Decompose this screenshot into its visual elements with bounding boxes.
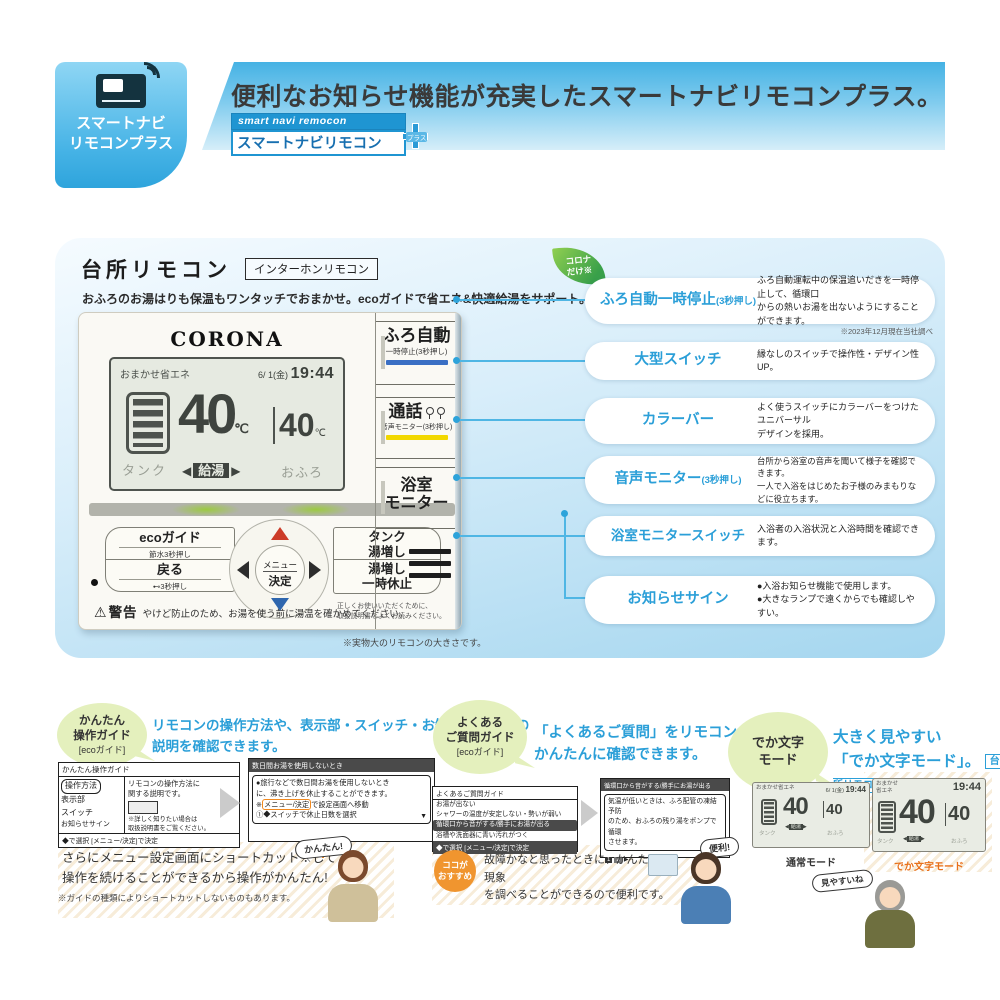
logo-japanese: スマートナビリモコン — [231, 130, 406, 156]
recommend-badge: ココが おすすめ — [434, 850, 476, 892]
easy-guide-footnote: ※ガイドの種類によりショートカットしないものもあります。 — [58, 893, 295, 903]
menu-enter-key: メニュー 決定 — [255, 545, 305, 595]
supply-temperature: 40℃ — [178, 382, 249, 445]
mic-icon — [436, 407, 445, 419]
leader-dot — [453, 296, 460, 303]
callout-bath-auto-pause: ふろ自動一時停止(3秒押し) ふろ自動運転中の保温追いだきを一時停止して、循環口… — [585, 275, 935, 326]
guide-menu-list: 操作方法 表示部 スイッチ お知らせサイン — [59, 777, 125, 833]
big-text-mode-screen: おまかせ省エネ 19:44 タンク 40 ◀給湯▶ 40 おふろ — [872, 778, 986, 852]
faq-text: 故障かなと思ったときに、かんたんに現象 を調べることができるので便利です。 — [484, 854, 671, 902]
plus-icon: プラス — [402, 123, 428, 149]
faq-screen-list: よくあるご質問ガイド お湯が出ない シャワーの温度が安定しない・勢いが弱い 循環… — [432, 786, 578, 854]
side-button-column: ふろ自動 一時停止(3秒押し) 通話 音声モニター(3秒押し) 浴室モニター — [375, 313, 457, 629]
mic-icon — [425, 407, 434, 419]
smart-navi-logo: smart navi remocon スマートナビリモコン プラス — [231, 113, 428, 156]
panel-subtitle: おふろのお湯はりも保温もワンタッチでおまかせ。ecoガイドで省エネ&快適給湯をサ… — [82, 292, 592, 306]
up-arrow-key — [271, 527, 289, 540]
warning-note: ⚠ 警告 やけど防止のため、お湯を使う前に湯温を確かめてください。 — [94, 604, 409, 620]
leader-dot — [453, 532, 460, 539]
eco-guide-button: ecoガイド 節水3秒押し — [105, 527, 235, 560]
warning-icon: ⚠ — [94, 604, 107, 620]
left-arrow-key — [237, 561, 249, 579]
leader-dot — [561, 510, 568, 517]
lcd-display: おまかせ省エネ 6/ 1(金) 19:44 タンク 40℃ ◀給湯▶ 40℃ お… — [109, 357, 345, 491]
bath-temperature: 40℃ — [273, 407, 326, 444]
faq-heading: 「よくあるご質問」をリモコンから かんたんに確認できます。 — [534, 725, 766, 764]
back-button: 戻る ⊷3秒押し — [105, 559, 235, 592]
kitchen-remote-panel: 台所リモコン インターホンリモコン おふろのお湯はりも保温もワンタッチでおまかせ… — [55, 238, 945, 658]
leader-dot — [453, 357, 460, 364]
callout-notice-sign: お知らせサイン ●入浴お知らせ機能で使用します。●大きなランプで遠くからでも確認… — [585, 576, 935, 624]
leader-line — [459, 477, 585, 479]
easy-guide-text: さらにメニュー設定画面にショートカット※して 操作を続けることができるから操作が… — [62, 851, 337, 885]
page-indicator: 1 2 ▶ — [605, 856, 629, 863]
leader-dot — [453, 416, 460, 423]
blue-color-bar — [385, 359, 448, 365]
faq-bubble: よくある ご質問ガイド [ecoガイド] — [433, 700, 527, 774]
leader-line — [564, 597, 586, 599]
bath-label: おふろ — [281, 465, 324, 480]
tank-level-icon — [126, 392, 170, 454]
tank-level-icon — [761, 799, 777, 825]
remote-side-edge — [455, 313, 461, 629]
remote-illustration: CORONA おまかせ省エネ 6/ 1(金) 19:44 タンク 40℃ ◀給湯… — [78, 312, 462, 630]
easy-guide-bubble: かんたん 操作ガイド [ecoガイド] — [57, 703, 147, 767]
leader-dot — [453, 474, 460, 481]
tank-level-icon — [878, 801, 896, 833]
mini-remote-pictogram — [128, 801, 158, 815]
wireless-remote-icon — [96, 62, 160, 108]
yellow-color-bar — [385, 434, 448, 440]
callout-voice-monitor: 音声モニター(3秒押し) 台所から浴室の音声を聞いて様子を確認できます。一人で入… — [585, 456, 935, 504]
man-illustration — [676, 852, 736, 924]
tank-boost-button: タンク湯増し — [333, 527, 441, 560]
bath-auto-button: ふろ自動 一時停止(3秒押し) — [376, 321, 457, 385]
woman-illustration — [323, 850, 383, 922]
intercom-remote-tag: インターホンリモコン — [245, 258, 378, 280]
normal-mode-screen: おまかせ省エネ 6/ 1(金) 19:44 タンク 40 ◀給湯▶ 40 おふろ — [752, 782, 870, 848]
speaker-grill-icon — [409, 549, 451, 585]
panel-heading: 台所リモコン — [81, 259, 231, 282]
guide-screen-shortcut: 数日間お湯を使用しないとき ●旅行などで数日間お湯を使用しないとき に、沸き上げ… — [248, 758, 435, 842]
normal-mode-label: 通常モード — [786, 858, 836, 869]
step-arrow-icon — [220, 788, 240, 818]
leader-line — [459, 535, 585, 537]
callout-color-bar: カラーバー よく使うスイッチにカラーバーをつけたユニバーサルデザインを採用。 — [585, 398, 935, 444]
lcd-mode-text: おまかせ省エネ — [120, 370, 190, 381]
leader-line — [459, 360, 585, 362]
manual-note: 正しくお使いいただくために、 取扱説明書をよくお読みください。 — [337, 603, 446, 621]
logo-english: smart navi remocon — [231, 113, 406, 130]
guide-screen-menu: かんたん操作ガイド 操作方法 表示部 スイッチ お知らせサイン リモコンの操作方… — [58, 762, 240, 848]
big-text-mode-label: でか文字モード — [894, 862, 964, 873]
guide-menu-description: リモコンの操作方法に 関する説明です。 ※詳しく知りたい場合は 取扱説明書をご覧… — [128, 779, 210, 832]
tank-label: タンク — [122, 463, 168, 478]
talk-button: 通話 音声モニター(3秒押し) — [376, 397, 457, 459]
corona-brand-logo: CORONA — [170, 327, 284, 351]
scroll-down-icon: ▼ — [420, 812, 427, 820]
dpad: メニュー 決定 — [229, 519, 329, 619]
callout-large-switch: 大型スイッチ 縁なしのスイッチで操作性・デザイン性UP。 — [585, 342, 935, 380]
microphone-hole — [91, 579, 98, 586]
mini-remote-thumbnail — [648, 854, 678, 876]
header-tab-label: スマートナビ リモコンプラス — [68, 115, 174, 153]
notice-sign-lamp — [89, 503, 455, 516]
step-arrow-icon — [581, 800, 598, 826]
mode-selector-row: ◀給湯▶ — [182, 463, 241, 478]
scale-note: ※実物大のリモコンの大きさです。 — [343, 638, 487, 648]
elderly-woman-illustration — [862, 880, 918, 948]
callout-bathroom-monitor-switch: 浴室モニタースイッチ 入浴者の入浴状況と入浴時間を確認できます。 — [585, 516, 935, 556]
header-tab: スマートナビ リモコンプラス — [55, 62, 187, 188]
big-text-bubble: でか文字 モード — [728, 712, 828, 792]
page-title: 便利なお知らせ機能が充実したスマートナビリモコンプラス。 — [231, 83, 943, 111]
down-arrow-key — [271, 598, 289, 611]
lcd-datetime: 6/ 1(金) 19:44 — [258, 365, 334, 382]
leader-line — [564, 515, 566, 599]
bathroom-monitor-button: 浴室モニター — [376, 467, 457, 529]
leader-line — [459, 419, 585, 421]
callout-footnote: ※2023年12月現在当社調べ — [840, 327, 933, 336]
right-arrow-key — [309, 561, 321, 579]
leader-line — [459, 299, 585, 301]
